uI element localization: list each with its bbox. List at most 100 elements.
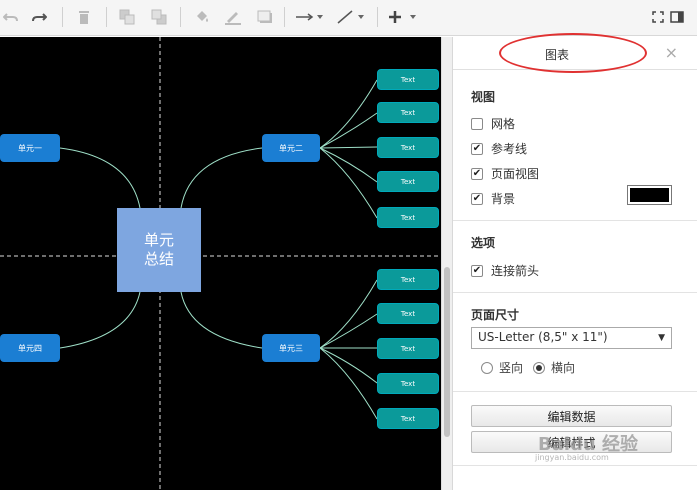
leaf-label: Text (400, 108, 416, 117)
guides-checkbox-row[interactable]: ✔ 参考线 (471, 140, 527, 157)
background-checkbox-row[interactable]: ✔ 背景 (471, 190, 515, 207)
panel-header: 图表 × (453, 33, 697, 73)
divider (453, 220, 697, 221)
to-front-icon[interactable] (118, 6, 136, 28)
divider (453, 292, 697, 293)
line-color-icon[interactable] (224, 6, 242, 28)
fill-color-icon[interactable] (193, 6, 211, 28)
unit1-node[interactable]: 单元一 (0, 134, 60, 162)
background-checkbox[interactable]: ✔ (471, 192, 483, 205)
leaf-node[interactable]: Text (377, 137, 439, 158)
unit2-node[interactable]: 单元二 (262, 134, 320, 162)
leaf-node[interactable]: Text (377, 269, 439, 290)
unit4-node[interactable]: 单元四 (0, 334, 60, 362)
portrait-radio-row[interactable]: 竖向 (481, 359, 523, 376)
panel-title[interactable]: 图表 (545, 48, 570, 62)
leaf-node[interactable]: Text (377, 373, 439, 394)
toolbar-separator (284, 7, 285, 27)
unit4-label: 单元四 (18, 343, 42, 353)
toolbar-separator (180, 7, 181, 27)
scrollbar-thumb[interactable] (444, 267, 450, 437)
guides-label: 参考线 (491, 142, 528, 156)
connector-line (180, 147, 263, 209)
diagram-canvas[interactable]: 单元 总结 单元一 单元二 单元三 单元四 Text Text Text Tex… (0, 37, 441, 490)
leaf-node[interactable]: Text (377, 408, 439, 429)
toolbar-separator (377, 7, 378, 27)
landscape-radio[interactable] (533, 361, 545, 374)
divider (453, 391, 697, 392)
canvas-scrollbar[interactable] (441, 37, 452, 490)
redo-icon[interactable] (30, 6, 48, 28)
unit2-label: 单元二 (279, 143, 303, 153)
unit3-node[interactable]: 单元三 (262, 334, 320, 362)
baidu-watermark-url: jingyan.baidu.com (535, 453, 609, 462)
baidu-watermark: Baidu 经验 (538, 434, 639, 455)
connector-line (319, 347, 378, 420)
connection-icon[interactable] (294, 6, 326, 28)
grid-checkbox[interactable] (471, 117, 483, 130)
leaf-node[interactable]: Text (377, 102, 439, 123)
background-color-swatch[interactable] (627, 185, 672, 205)
page-size-select[interactable]: US-Letter (8,5" x 11") ▼ (471, 327, 672, 349)
connection-arrows-checkbox[interactable]: ✔ (471, 264, 483, 277)
leaf-node[interactable]: Text (377, 69, 439, 90)
landscape-radio-row[interactable]: 横向 (533, 359, 575, 376)
divider (453, 465, 697, 466)
main-topic-node[interactable]: 单元 总结 (117, 208, 201, 292)
leaf-label: Text (400, 414, 416, 423)
toolbar-separator (62, 7, 63, 27)
portrait-radio[interactable] (481, 361, 493, 374)
to-back-icon[interactable] (150, 6, 168, 28)
leaf-node[interactable]: Text (377, 207, 439, 228)
connector-line (319, 112, 378, 149)
connector-line (59, 291, 141, 349)
view-section-title: 视图 (471, 90, 496, 104)
shadow-icon[interactable] (256, 6, 274, 28)
fullscreen-icon[interactable] (650, 6, 666, 28)
page-size-value: US-Letter (8,5" x 11") (478, 330, 608, 344)
leaf-label: Text (400, 143, 416, 152)
connector-line (319, 146, 378, 149)
waypoints-icon[interactable] (335, 6, 367, 28)
page-view-checkbox[interactable]: ✔ (471, 167, 483, 180)
format-panel: 图表 × 视图 网格 ✔ 参考线 ✔ 页面视图 ✔ 背景 选项 ✔ 连接箭头 页… (452, 33, 697, 490)
delete-icon[interactable] (76, 6, 92, 28)
connector-line (319, 147, 378, 219)
page-view-checkbox-row[interactable]: ✔ 页面视图 (471, 165, 539, 182)
connector-line (319, 313, 378, 349)
portrait-label: 竖向 (499, 361, 524, 375)
page-view-label: 页面视图 (491, 167, 540, 181)
page-size-section-title: 页面尺寸 (471, 308, 520, 322)
connection-arrows-label: 连接箭头 (491, 264, 540, 278)
unit1-label: 单元一 (18, 143, 42, 153)
leaf-node[interactable]: Text (377, 171, 439, 192)
connector-line (319, 347, 378, 384)
connector-line (180, 291, 263, 349)
grid-checkbox-row[interactable]: 网格 (471, 115, 515, 132)
guides-checkbox[interactable]: ✔ (471, 142, 483, 155)
connector-line (319, 79, 378, 149)
undo-icon[interactable] (2, 6, 20, 28)
leaf-label: Text (400, 75, 416, 84)
highlight-ring (499, 33, 647, 73)
leaf-label: Text (400, 379, 416, 388)
edit-data-button[interactable]: 编辑数据 (471, 405, 672, 427)
background-color-fill (630, 188, 669, 202)
connector-line (319, 147, 378, 183)
toolbar-separator (106, 7, 107, 27)
leaf-label: Text (400, 309, 416, 318)
leaf-node[interactable]: Text (377, 303, 439, 324)
format-panel-icon[interactable] (669, 6, 685, 28)
close-icon[interactable]: × (664, 43, 678, 62)
main-topic-line1: 单元 (143, 231, 174, 249)
connector-line (59, 147, 141, 209)
insert-icon[interactable] (387, 6, 419, 28)
landscape-label: 横向 (551, 361, 576, 375)
grid-label: 网格 (491, 117, 516, 131)
dropdown-arrow-icon: ▼ (658, 333, 665, 343)
connection-arrows-checkbox-row[interactable]: ✔ 连接箭头 (471, 262, 539, 279)
radio-selected-dot (536, 364, 542, 371)
edit-style-button[interactable]: 编辑样式 (471, 431, 672, 453)
background-label: 背景 (491, 192, 516, 206)
leaf-node[interactable]: Text (377, 338, 439, 359)
